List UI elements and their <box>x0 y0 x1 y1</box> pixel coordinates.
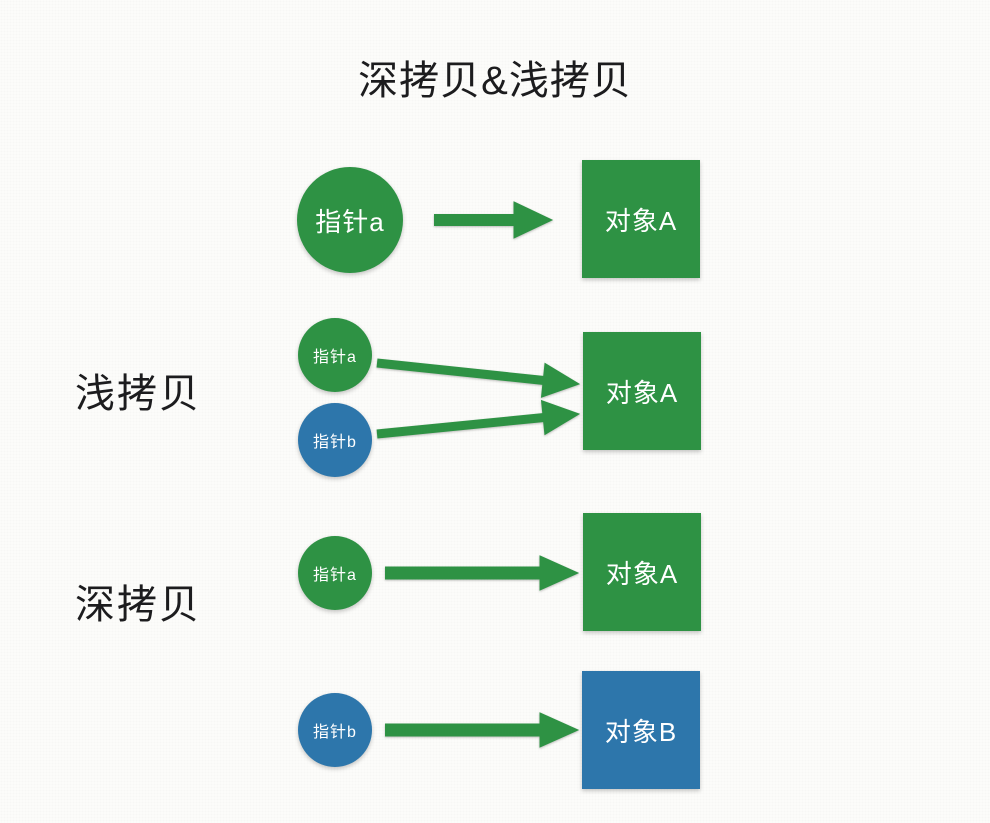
object-b-label: 对象B <box>604 716 678 747</box>
object-a-square-shallow: 对象A <box>583 332 701 450</box>
arrow-shallow-a-to-A <box>376 358 581 398</box>
pointer-b-circle-shallow: 指针b <box>298 403 372 477</box>
arrow-deep-a-to-A <box>385 555 580 591</box>
diagram-title: 深拷贝&浅拷贝 <box>358 59 632 103</box>
pointer-a-circle-intro: 指针a <box>297 167 403 273</box>
pointer-a-label: 指针a <box>315 206 385 237</box>
object-a-square-deep: 对象A <box>583 513 701 631</box>
object-a-label: 对象A <box>605 558 679 589</box>
deep-copy-section-label: 深拷贝 <box>75 583 201 627</box>
object-a-square-intro: 对象A <box>582 160 700 278</box>
object-a-label: 对象A <box>604 205 678 236</box>
object-a-label: 对象A <box>605 377 679 408</box>
pointer-a-circle-deep: 指针a <box>298 536 372 610</box>
arrow-intro-a-to-A <box>434 201 554 239</box>
shallow-copy-section-label: 浅拷贝 <box>75 372 201 416</box>
pointer-a-circle-shallow: 指针a <box>298 318 372 392</box>
pointer-a-label: 指针a <box>313 567 357 584</box>
pointer-b-label: 指针b <box>313 724 357 741</box>
arrow-shallow-b-to-A <box>376 399 581 439</box>
pointer-b-label: 指针b <box>313 434 357 451</box>
arrow-deep-b-to-B <box>385 712 580 748</box>
object-b-square-deep: 对象B <box>582 671 700 789</box>
pointer-a-label: 指针a <box>313 349 357 366</box>
pointer-b-circle-deep: 指针b <box>298 693 372 767</box>
